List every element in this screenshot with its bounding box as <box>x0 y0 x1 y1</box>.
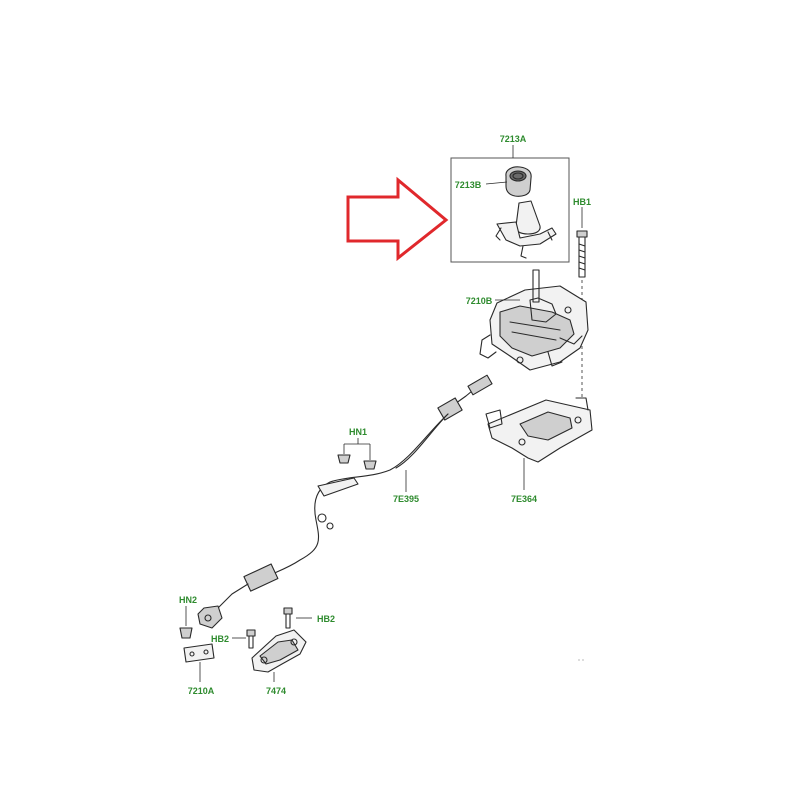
bracket-7E364 <box>485 397 593 463</box>
bolt-HB2-left <box>232 629 256 649</box>
label-7474: 7474 <box>266 686 286 696</box>
label-7213B: 7213B <box>455 180 482 190</box>
label-7210B: 7210B <box>466 296 493 306</box>
label-HB2-left: HB2 <box>211 634 229 644</box>
label-HB2-right: HB2 <box>317 614 335 624</box>
nut-HN2 <box>179 606 193 639</box>
gear-knob-7213B <box>505 166 532 197</box>
label-HB1: HB1 <box>573 197 591 207</box>
kit-box-7213A <box>450 157 570 263</box>
shifter-housing-7210B <box>479 269 589 371</box>
label-HN2: HN2 <box>179 595 197 605</box>
shift-cable-7E395 <box>197 374 493 629</box>
bolt-HB1 <box>576 207 588 278</box>
label-HN1: HN1 <box>349 427 367 437</box>
label-7210A: 7210A <box>188 686 215 696</box>
nut-HN1 <box>337 438 377 470</box>
label-7213A: 7213A <box>500 134 527 144</box>
label-7E395: 7E395 <box>393 494 419 504</box>
bracket-7210A <box>183 643 215 682</box>
label-7E364: 7E364 <box>511 494 537 504</box>
gear-boot <box>495 200 557 259</box>
bracket-7474 <box>251 629 307 682</box>
bolt-HB2-right <box>283 607 312 629</box>
highlight-arrow <box>346 176 449 262</box>
